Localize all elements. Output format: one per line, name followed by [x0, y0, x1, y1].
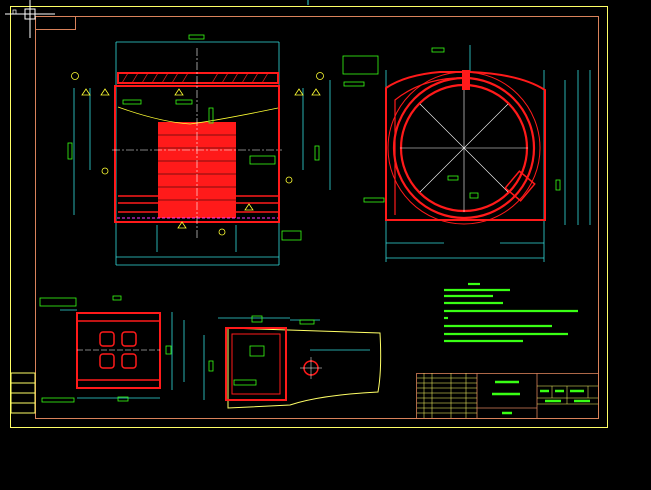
crosshair-cursor-icon [5, 0, 55, 38]
front-section-view[interactable] [67, 34, 331, 266]
sheet-border [10, 6, 608, 428]
title-block [416, 373, 599, 419]
side-section-view[interactable] [342, 45, 591, 262]
technical-notes [444, 282, 578, 343]
detail-view-a[interactable] [39, 295, 185, 403]
left-margin-table [10, 372, 36, 414]
detail-view-b[interactable] [203, 315, 382, 409]
drawing-frame [35, 16, 599, 419]
corner-code-box [35, 16, 76, 30]
